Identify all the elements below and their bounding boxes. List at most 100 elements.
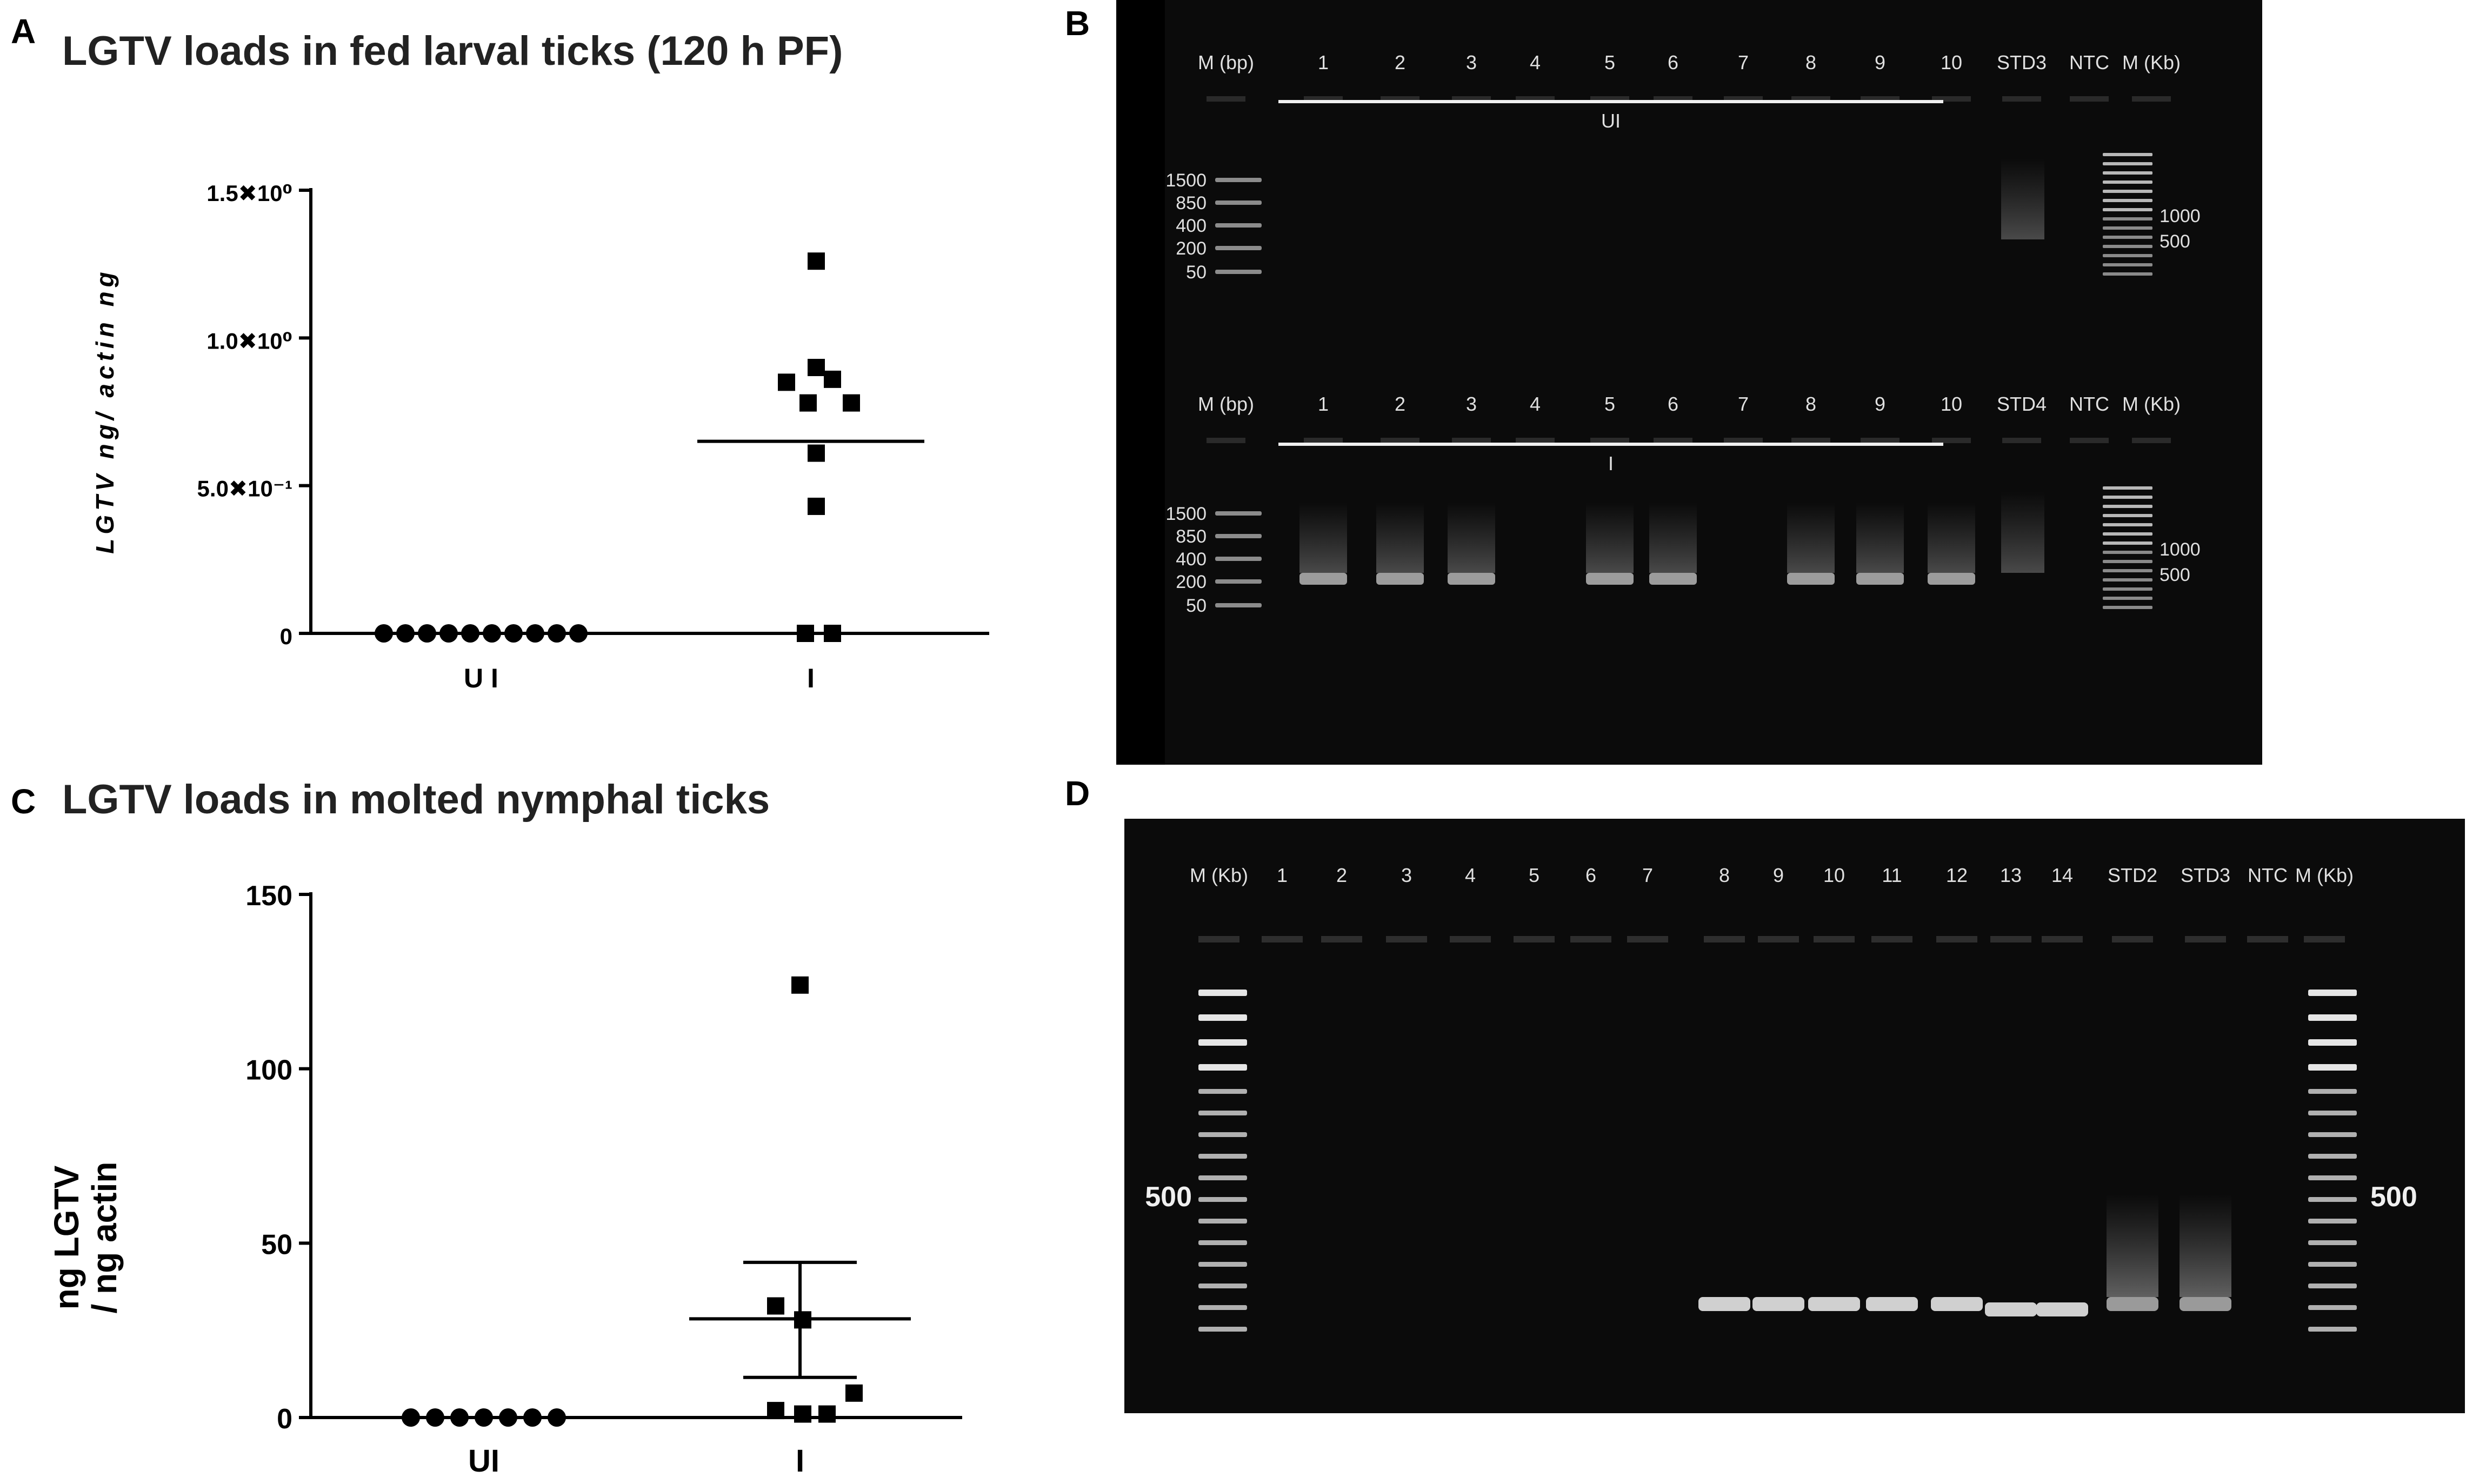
gel-lane-label: 1 [1318, 51, 1329, 73]
ladder-band [1215, 534, 1262, 538]
gel-lane-label: 7 [1738, 51, 1749, 73]
gel-smear [2001, 158, 2044, 239]
gel-band [1376, 573, 1424, 585]
gel-well [1758, 936, 1799, 942]
gel-lane-label: 9 [1773, 864, 1784, 886]
gel-lane-label: 1 [1318, 393, 1329, 415]
ladder-band [2103, 514, 2152, 517]
gel-band [1928, 573, 1975, 585]
ladder-band [2308, 1240, 2357, 1245]
ladder-label-bp: 850 [1176, 193, 1207, 213]
ladder-label-bp: 1500 [1165, 170, 1207, 191]
gel-well [1932, 438, 1971, 443]
gel-well [1516, 96, 1555, 102]
y-tick-label: 5.0✖10⁻¹ [197, 476, 292, 502]
gel-band [1649, 573, 1697, 585]
gel-group-label: I [1608, 452, 1614, 474]
data-point-circle [461, 624, 479, 643]
data-point-square [808, 497, 825, 515]
gel-lane-label: 9 [1875, 51, 1885, 73]
ladder-band [1198, 1014, 1247, 1021]
ladder-label-bp: 50 [1186, 262, 1207, 283]
gel-well [1627, 936, 1668, 942]
gel-lane-label: NTC [2069, 51, 2109, 73]
gel-lane-label: 6 [1585, 864, 1596, 886]
ladder-band [2308, 1039, 2357, 1046]
ladder-band [2103, 263, 2152, 266]
data-point-circle [526, 624, 544, 643]
gel-lane-label: 4 [1530, 393, 1541, 415]
gel-well [1990, 936, 2031, 942]
gel-band [1752, 1297, 1804, 1311]
gel-smear [2107, 1194, 2158, 1297]
ladder-label-bp: 400 [1176, 216, 1207, 236]
data-point-square [791, 976, 809, 994]
gel-smear [1448, 503, 1495, 573]
gel-well [1386, 936, 1427, 942]
gel-band [1808, 1297, 1860, 1311]
gel-smear [1787, 503, 1835, 573]
ladder-band [1215, 603, 1262, 607]
gel-well [1381, 96, 1419, 102]
gel-well [1570, 936, 1611, 942]
ladder-band [2103, 606, 2152, 609]
ladder-band [2308, 1064, 2357, 1071]
data-point-square [799, 394, 817, 412]
gel-well [1514, 936, 1555, 942]
gel-lane-label: M (Kb) [2295, 864, 2354, 886]
data-point-circle [418, 624, 436, 643]
ladder-band [2103, 254, 2152, 257]
gel-smear [1928, 503, 1975, 573]
gel-lane-label: 5 [1604, 393, 1615, 415]
y-tick-label: 1.0✖10⁰ [206, 328, 292, 353]
gel-smear [2180, 1194, 2231, 1297]
gel-lane-label: 9 [1875, 393, 1885, 415]
data-point-square [845, 1384, 863, 1402]
ladder-band [1198, 1305, 1247, 1310]
gel-well [2042, 936, 2083, 942]
gel-well [2070, 96, 2109, 102]
gel-lane-label: 3 [1466, 51, 1477, 73]
gel-lane-label: STD3 [1997, 51, 2047, 73]
ladder-band [1198, 1039, 1247, 1046]
gel-band [1299, 573, 1347, 585]
gel-smear [1586, 503, 1634, 573]
gel-lane-label: 10 [1941, 393, 1962, 415]
data-point-square [808, 444, 825, 462]
data-point-circle [499, 1408, 517, 1427]
data-point-square [767, 1297, 784, 1315]
gel-well [1654, 96, 1692, 102]
ladder-band [2308, 1284, 2357, 1288]
ladder-band [2103, 505, 2152, 508]
gel-image-b [1116, 0, 2262, 765]
ladder-band [1215, 178, 1262, 182]
ladder-band [2308, 1089, 2357, 1094]
ladder-band [2103, 226, 2152, 230]
ladder-band [1215, 223, 1262, 228]
gel-lane-label: 5 [1529, 864, 1539, 886]
gel-well [2002, 438, 2041, 443]
ladder-label-bp: 200 [1176, 238, 1207, 259]
gel-lane-label: 3 [1401, 864, 1412, 886]
ladder-label-kb: 1000 [2160, 206, 2201, 226]
ladder-band [1198, 1064, 1247, 1071]
ladder-band [1198, 1284, 1247, 1288]
gel-smear [1856, 503, 1904, 573]
data-point-square [767, 1402, 784, 1420]
ladder-band [2103, 199, 2152, 202]
ladder-band [1198, 1154, 1247, 1159]
gel-lane-label: STD2 [2108, 864, 2157, 886]
gel-lane-label: 1 [1277, 864, 1288, 886]
gel-lane-label: 11 [1882, 864, 1902, 886]
gel-smear [1649, 503, 1697, 573]
gel-lane-label: M (Kb) [2122, 51, 2181, 73]
gel-well [1450, 936, 1491, 942]
gel-lane-label: 10 [1941, 51, 1962, 73]
gel-well [1321, 936, 1362, 942]
y-tick-label: 0 [280, 624, 292, 649]
gel-lane-label: M (Kb) [1190, 864, 1248, 886]
ladder-label-kb: 500 [2160, 565, 2190, 585]
data-point-circle [548, 1408, 566, 1427]
x-tick-label: I [796, 1443, 804, 1479]
gel-lane-label: 6 [1668, 393, 1678, 415]
